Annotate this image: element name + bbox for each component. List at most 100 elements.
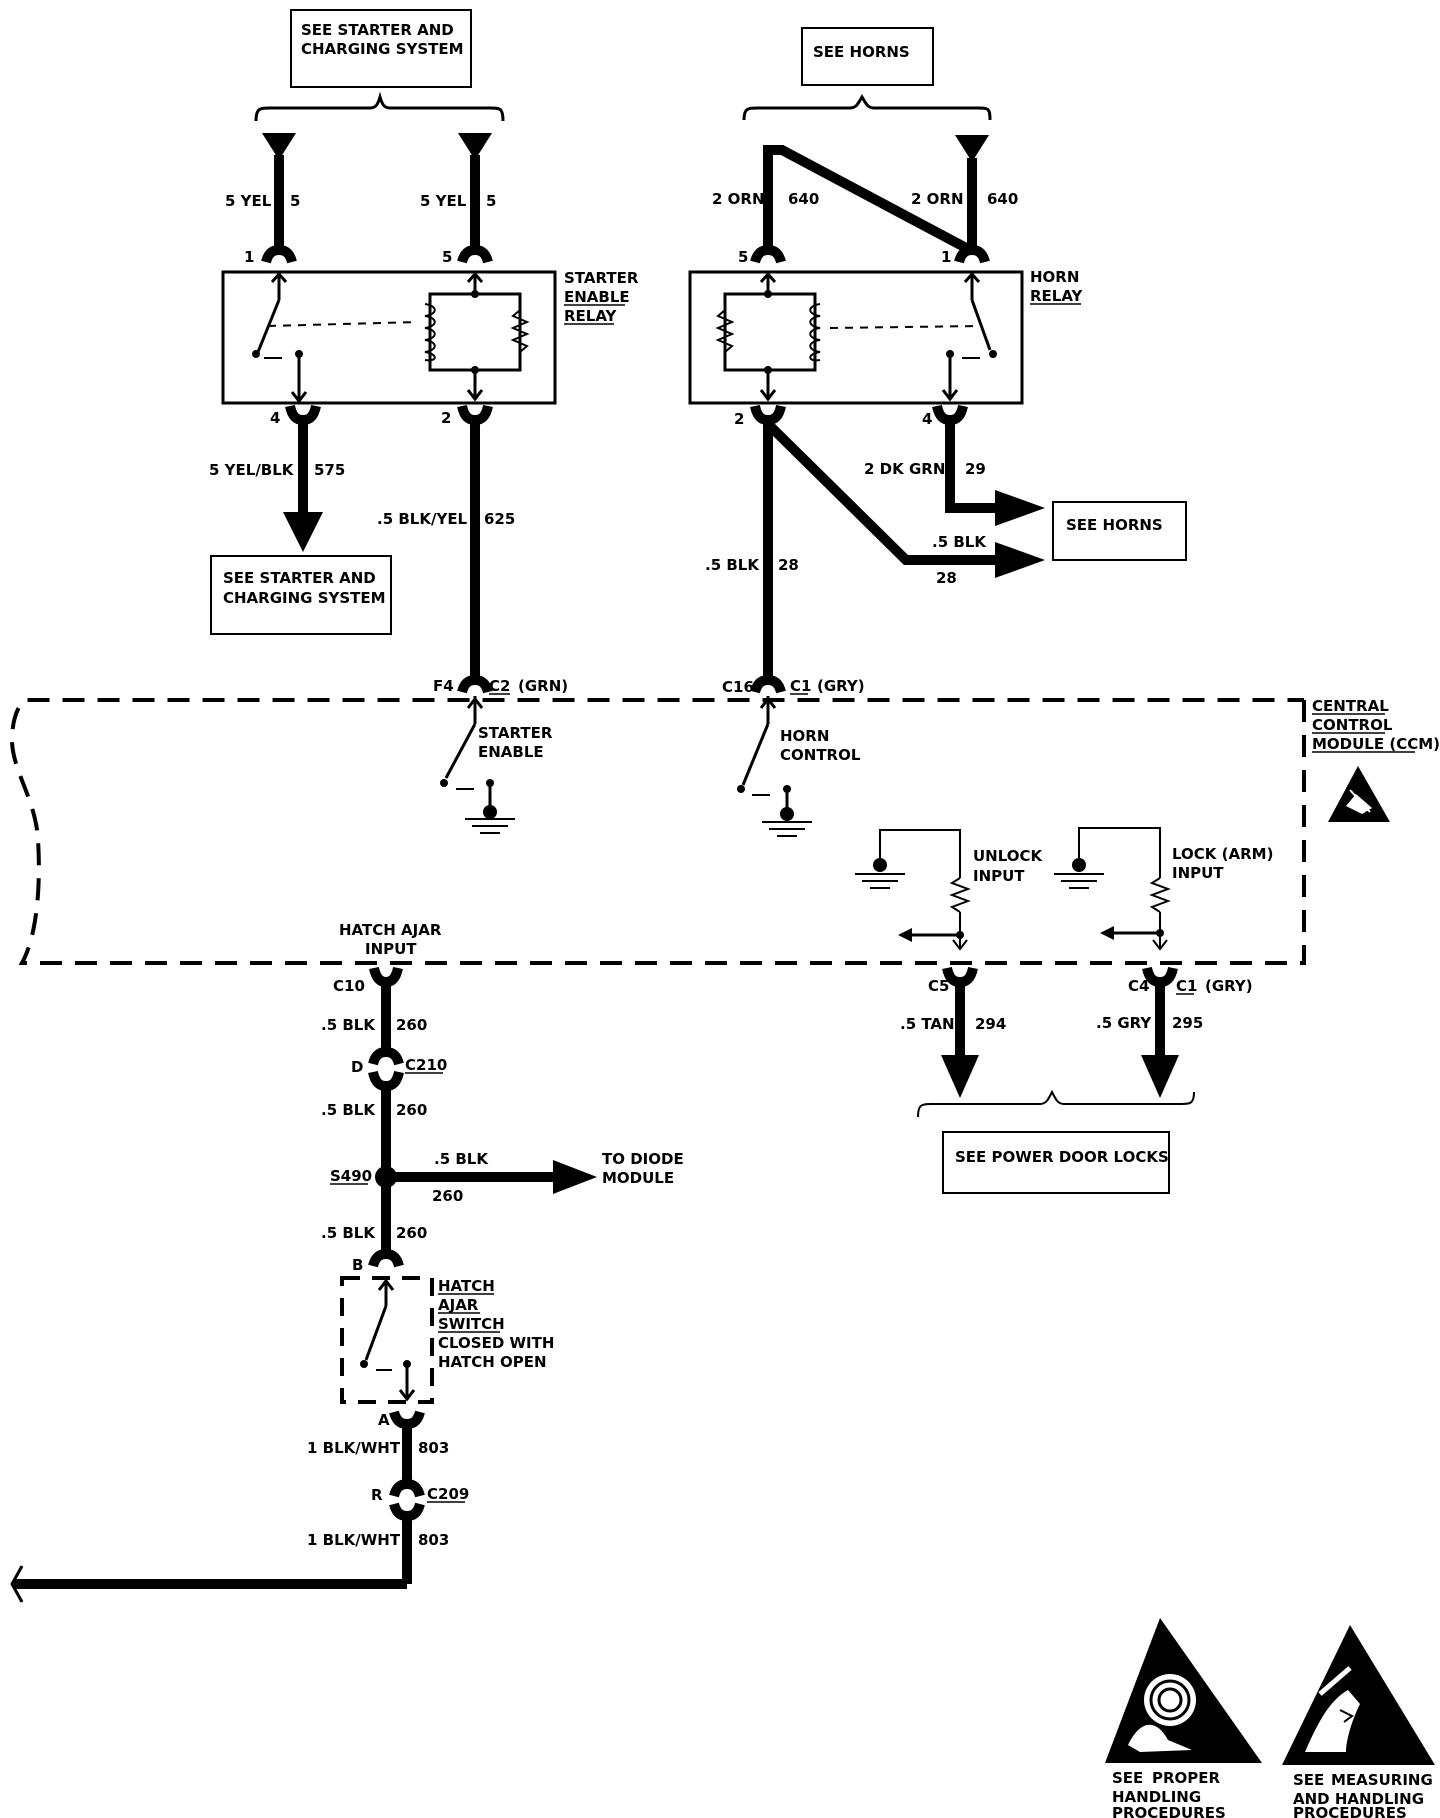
- relay-label: ENABLE: [564, 288, 630, 306]
- wire-circuit-label: 260: [396, 1016, 427, 1034]
- connector-label: C210: [405, 1056, 447, 1074]
- splice-label: S490: [330, 1167, 372, 1185]
- box-text: SEE HORNS: [1066, 516, 1163, 534]
- unlock-input-circuit: [855, 829, 971, 951]
- connector-label: C2: [489, 677, 510, 695]
- wire-circuit-label: 640: [987, 190, 1018, 208]
- ccm-label: CENTRAL: [1312, 697, 1389, 715]
- wire-color-label: .5 TAN: [900, 1015, 955, 1033]
- see-horns-box-top[interactable]: SEE HORNS: [801, 27, 934, 86]
- wire-circuit-label: 625: [484, 510, 515, 528]
- horn-control-switch: [737, 696, 812, 837]
- starter-enable-relay: [221, 270, 557, 405]
- esd-label: PROCEDURES: [1293, 1804, 1407, 1818]
- box-text: SEE HORNS: [813, 43, 910, 61]
- wire-color-label: 5 YEL: [420, 192, 467, 210]
- horn-relay: [688, 270, 1024, 405]
- wire-color-label: .5 BLK: [932, 533, 987, 551]
- wire-circuit-label: 260: [432, 1187, 463, 1205]
- ccm-boundary: [9, 698, 1306, 965]
- ccm-function-label: STARTER: [478, 724, 553, 742]
- wire-circuit-label: 575: [314, 461, 345, 479]
- wire-circuit-label: 640: [788, 190, 819, 208]
- destination-label: MODULE: [602, 1169, 674, 1187]
- ccm-function-label: INPUT: [973, 867, 1025, 885]
- wire-circuit-label: 29: [965, 460, 986, 478]
- relay-label: RELAY: [1030, 287, 1084, 305]
- pin-label: 4: [922, 410, 932, 428]
- ccm-function-label: LOCK (ARM): [1172, 845, 1273, 863]
- see-power-door-locks-box[interactable]: SEE POWER DOOR LOCKS: [942, 1131, 1170, 1194]
- relay-label: STARTER: [564, 269, 639, 287]
- box-text: SEE POWER DOOR LOCKS: [955, 1148, 1169, 1166]
- pin-label: D: [351, 1058, 363, 1076]
- pin-label: B: [352, 1256, 363, 1274]
- hatch-ajar-switch: [340, 1276, 434, 1404]
- door-lock-output-wires: [941, 966, 1179, 1098]
- esd-label: AND HANDLING: [1293, 1790, 1424, 1808]
- pin-label: C5: [928, 977, 949, 995]
- horn-relay-input-wires: [750, 135, 990, 264]
- esd-measuring-icon: [1282, 1625, 1435, 1765]
- wire-circuit-label: 28: [936, 569, 957, 587]
- ccm-function-label: ENABLE: [478, 743, 544, 761]
- ccm-function-label: INPUT: [365, 940, 417, 958]
- wire-color-label: 2 DK GRN: [864, 460, 945, 478]
- starter-relay-output-wires: [283, 404, 493, 678]
- see-starter-charging-box-top[interactable]: SEE STARTER AND CHARGING SYSTEM: [290, 9, 472, 88]
- esd-label: PROPER: [1152, 1769, 1221, 1787]
- box-text: SEE STARTER AND: [223, 569, 376, 587]
- wire-color-label: .5 BLK: [321, 1224, 376, 1242]
- starter-relay-input-wires: [261, 133, 493, 264]
- pin-label: C16: [722, 678, 754, 696]
- see-starter-charging-box-bottom[interactable]: SEE STARTER AND CHARGING SYSTEM: [210, 555, 392, 635]
- ccm-function-label: INPUT: [1172, 864, 1224, 882]
- wire-color-label: 2 ORN: [911, 190, 964, 208]
- switch-label: HATCH OPEN: [438, 1353, 547, 1371]
- pin-label: 1: [941, 248, 951, 266]
- ccm-function-label: UNLOCK: [973, 847, 1044, 865]
- relay-label: HORN: [1030, 268, 1079, 286]
- wire-circuit-label: 260: [396, 1101, 427, 1119]
- pin-label: 2: [734, 410, 744, 428]
- pin-label: A: [378, 1411, 390, 1429]
- pin-label: 2: [441, 409, 451, 427]
- hatch-ground-wires: [10, 1410, 425, 1603]
- wire-circuit-label: 260: [396, 1224, 427, 1242]
- see-horns-box-right[interactable]: SEE HORNS: [1052, 501, 1187, 561]
- hatch-ajar-wires: [368, 966, 597, 1268]
- wire-circuit-label: 5: [486, 192, 496, 210]
- switch-label: AJAR: [438, 1296, 479, 1314]
- wire-circuit-label: 803: [418, 1439, 449, 1457]
- starter-enable-switch: [440, 696, 515, 834]
- lock-input-circuit: [1054, 827, 1171, 951]
- switch-label: SWITCH: [438, 1315, 505, 1333]
- esd-label: PROCEDURES: [1112, 1804, 1226, 1818]
- esd-label: SEE: [1293, 1771, 1324, 1789]
- connector-color: (GRY): [817, 677, 865, 695]
- pin-label: 5: [738, 248, 748, 266]
- switch-label: CLOSED WITH: [438, 1334, 554, 1352]
- pin-label: C4: [1128, 977, 1149, 995]
- wire-color-label: 5 YEL/BLK: [209, 461, 295, 479]
- pin-label: 4: [270, 409, 280, 427]
- wire-color-label: 1 BLK/WHT: [307, 1439, 401, 1457]
- pin-label: R: [371, 1486, 383, 1504]
- relay-label: RELAY: [564, 307, 618, 325]
- wire-circuit-label: 5: [290, 192, 300, 210]
- connector-c16: [750, 674, 786, 694]
- ccm-function-label: CONTROL: [780, 746, 861, 764]
- box-text: SEE STARTER AND: [301, 21, 454, 39]
- pin-label: F4: [433, 677, 454, 695]
- esd-warning-icon: [1328, 766, 1390, 822]
- wire-circuit-label: 295: [1172, 1014, 1203, 1032]
- destination-label: TO DIODE: [602, 1150, 684, 1168]
- esd-label: HANDLING: [1112, 1788, 1201, 1806]
- wire-color-label: 1 BLK/WHT: [307, 1531, 401, 1549]
- wire-circuit-label: 803: [418, 1531, 449, 1549]
- ccm-label: MODULE (CCM): [1312, 735, 1440, 753]
- connector-label: C209: [427, 1485, 469, 1503]
- wire-color-label: .5 BLK: [321, 1101, 376, 1119]
- connector-color: (GRN): [518, 677, 568, 695]
